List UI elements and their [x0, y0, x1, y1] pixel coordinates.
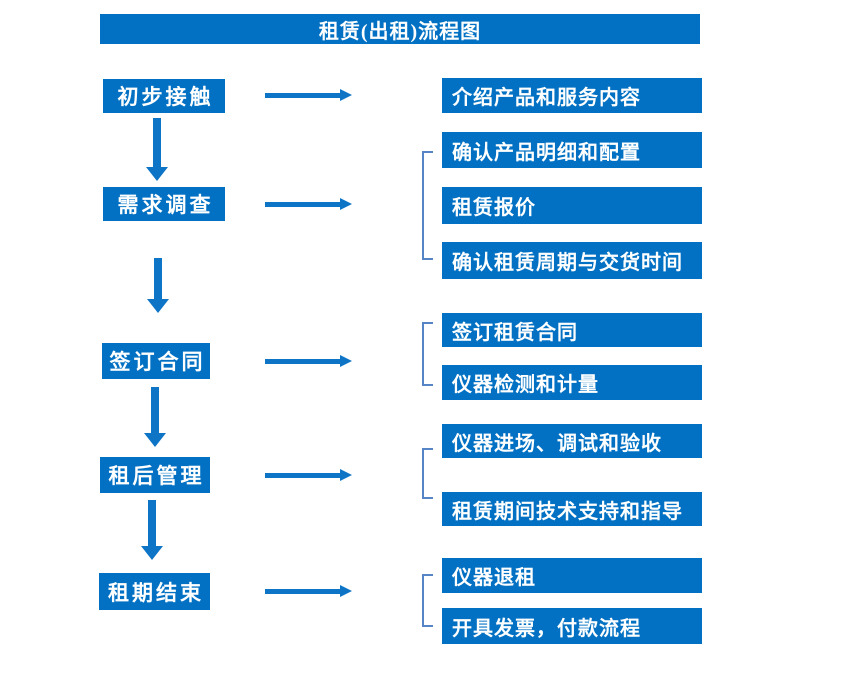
- stage-demand-survey: 需求调查: [103, 187, 225, 221]
- output-sign-rental-contract: 签订租赁合同: [442, 313, 702, 347]
- group-bracket: [422, 322, 433, 386]
- group-bracket: [422, 448, 433, 499]
- flow-arrow-right-icon: [265, 585, 352, 598]
- flow-arrow-right-icon: [265, 198, 352, 211]
- flow-arrow-right-icon: [265, 469, 352, 482]
- output-rental-quote: 租赁报价: [442, 187, 702, 224]
- flow-arrow-down-icon: [147, 258, 169, 313]
- output-confirm-product-details-config: 确认产品明细和配置: [442, 132, 702, 168]
- output-introduce-products-services: 介绍产品和服务内容: [442, 78, 702, 113]
- output-instrument-inspection-measurement: 仪器检测和计量: [442, 365, 702, 400]
- flow-arrow-right-icon: [265, 355, 352, 368]
- output-instrument-return: 仪器退租: [442, 558, 702, 593]
- output-instrument-entry-commission-acceptance: 仪器进场、调试和验收: [442, 424, 702, 458]
- group-bracket: [422, 151, 433, 260]
- flow-arrow-down-icon: [146, 118, 168, 181]
- flow-arrow-down-icon: [141, 500, 163, 560]
- output-invoice-payment-process: 开具发票，付款流程: [442, 608, 702, 644]
- group-bracket: [422, 574, 433, 627]
- stage-post-rental-management: 租后管理: [100, 457, 210, 493]
- output-confirm-rental-period-delivery: 确认租赁周期与交货时间: [442, 242, 702, 279]
- stage-initial-contact: 初步接触: [103, 79, 225, 113]
- title-bar: 租赁(出租)流程图: [100, 14, 700, 44]
- flow-arrow-down-icon: [144, 387, 166, 447]
- stage-rental-period-end: 租期结束: [99, 573, 210, 610]
- output-technical-support-guidance: 租赁期间技术支持和指导: [442, 492, 702, 526]
- stage-sign-contract: 签订合同: [102, 343, 210, 379]
- page-title: 租赁(出租)流程图: [318, 20, 482, 43]
- flow-arrow-right-icon: [265, 89, 352, 102]
